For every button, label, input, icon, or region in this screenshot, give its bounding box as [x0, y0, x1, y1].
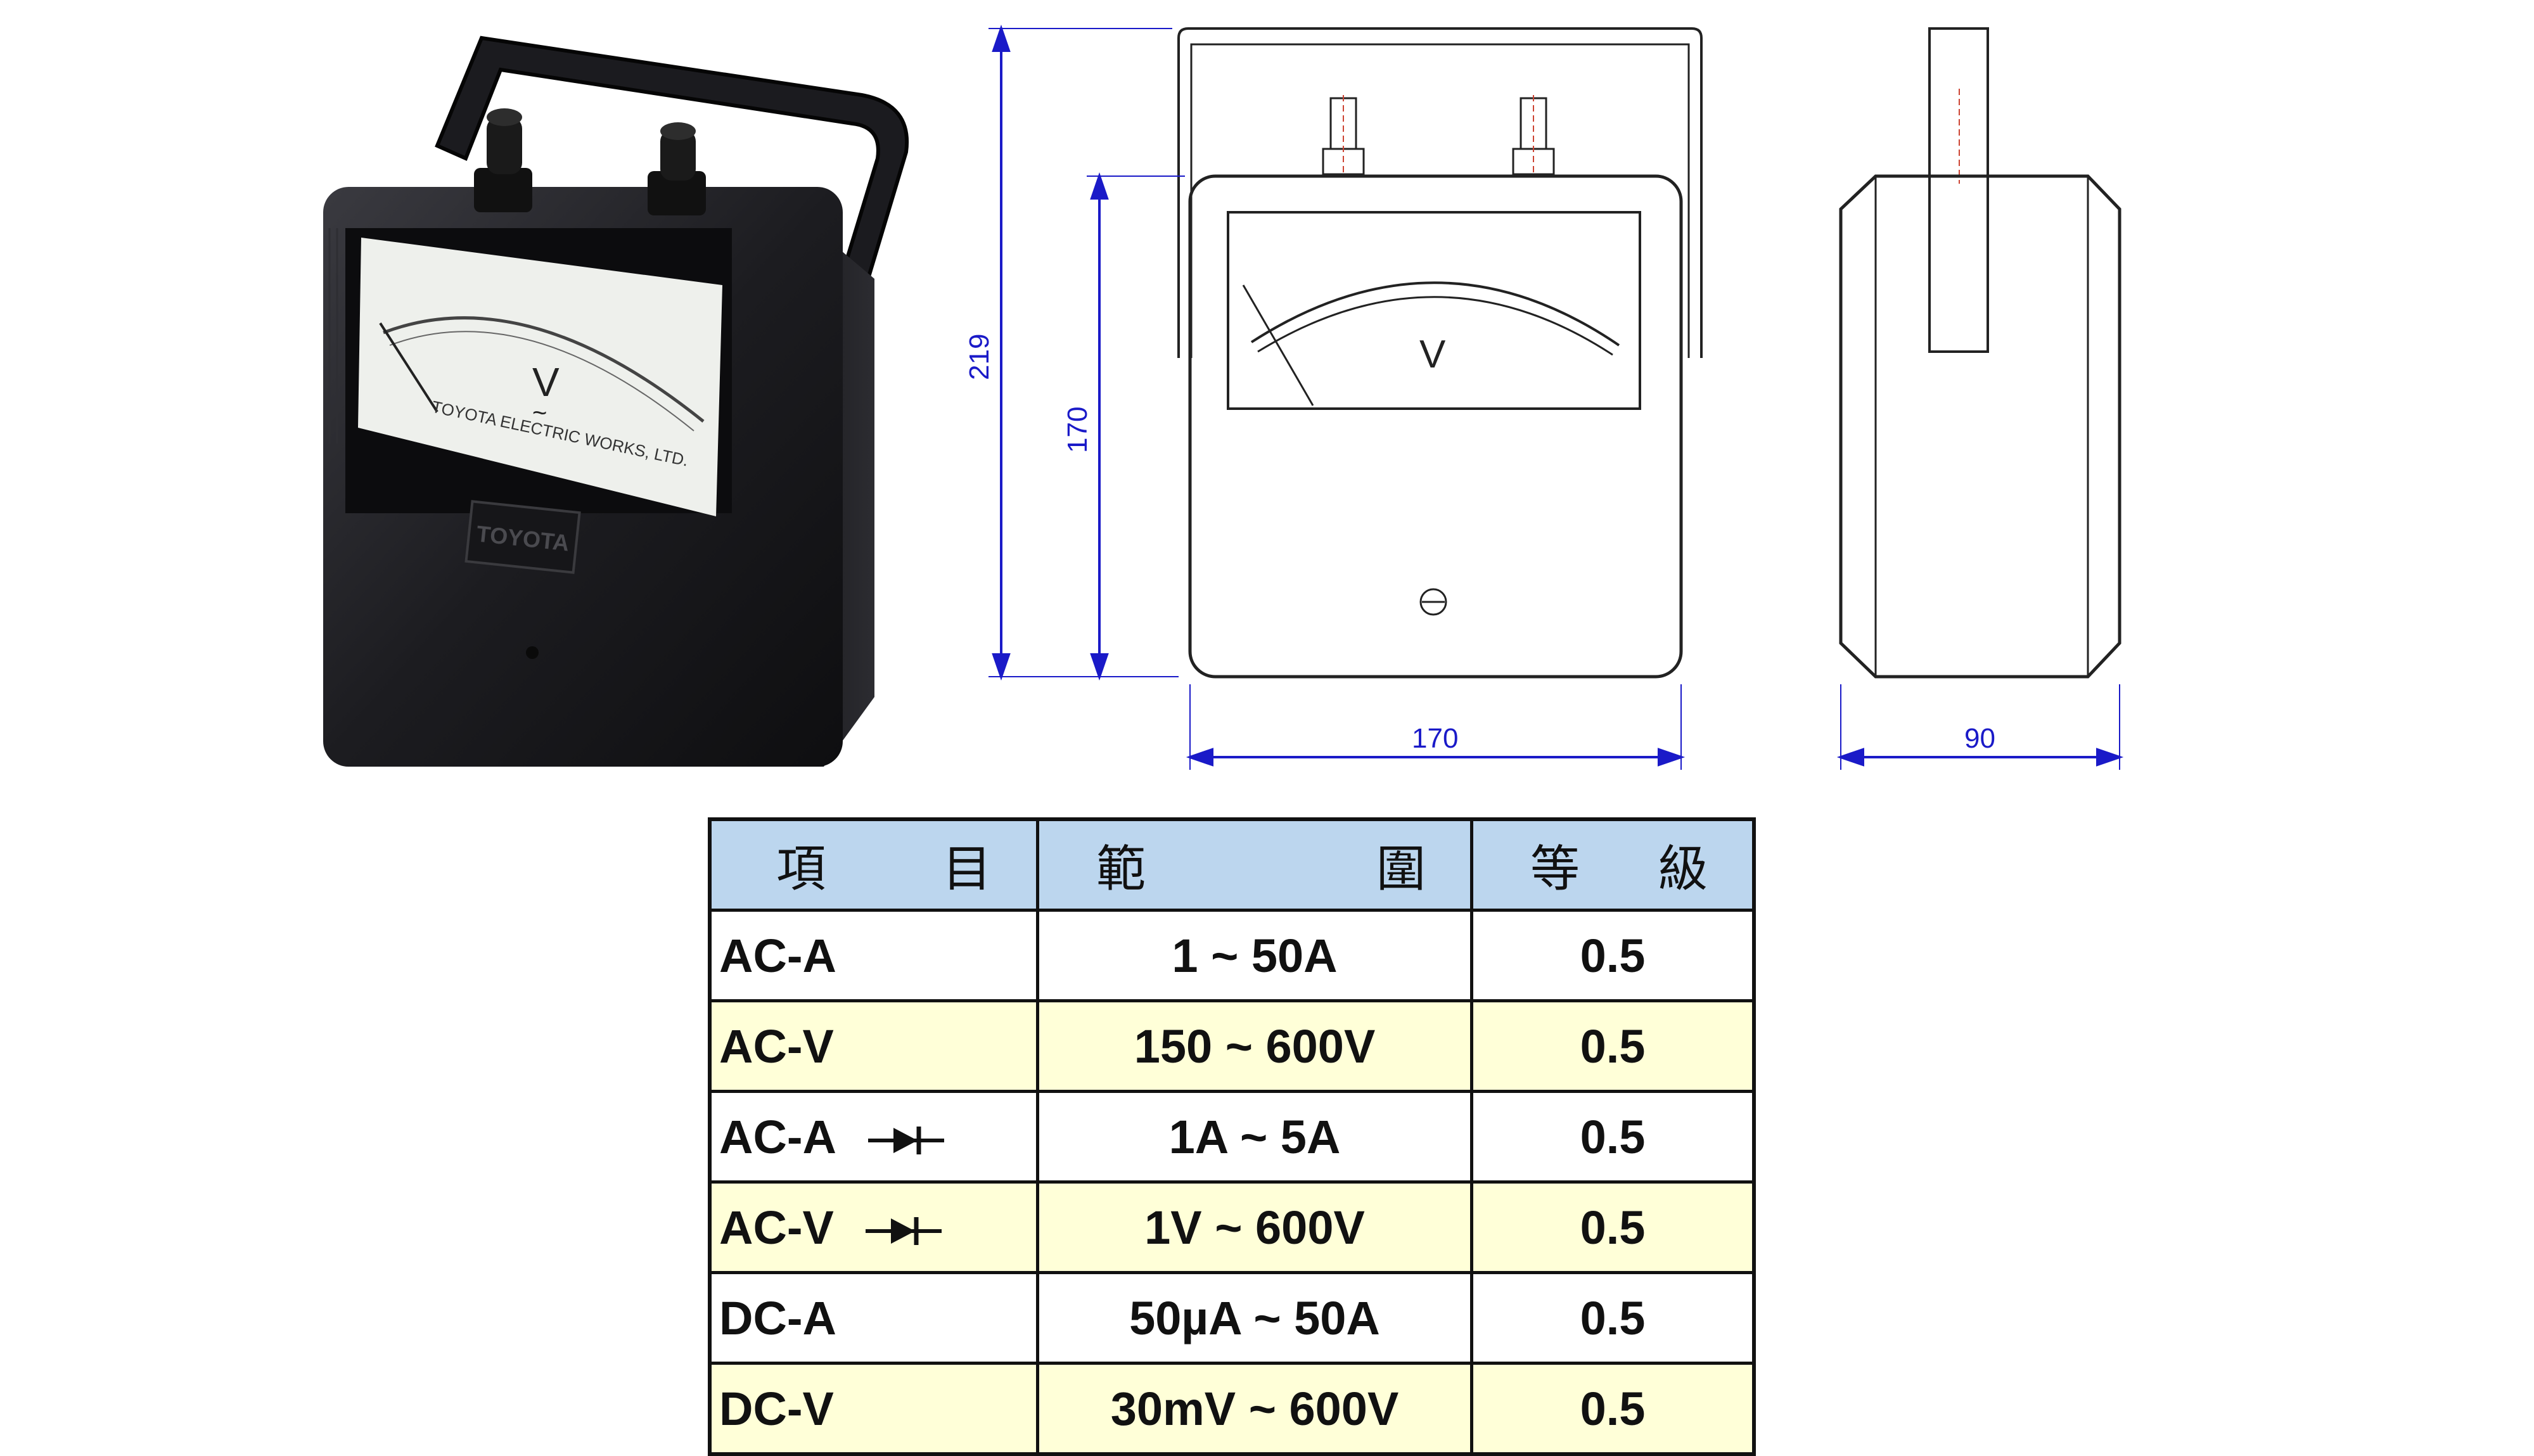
side-body-outline — [1839, 174, 2121, 679]
dim-depth-90 — [1836, 684, 2124, 770]
dial-sub-symbol: ~ — [532, 399, 547, 427]
terminal-knob-left — [474, 108, 532, 212]
dim-width-170-label: 170 — [1412, 723, 1458, 754]
header-item: 項目 — [708, 817, 1039, 912]
cell-grade: 0.5 — [1470, 1362, 1756, 1456]
cell-range: 150 ~ 600V — [1036, 999, 1473, 1093]
cell-range: 30mV ~ 600V — [1036, 1362, 1473, 1456]
cell-range: 50µA ~ 50A — [1036, 1271, 1473, 1365]
terminal-right-outline — [1512, 95, 1555, 177]
cell-grade: 0.5 — [1470, 1090, 1756, 1184]
front-window-outline — [1227, 211, 1641, 410]
header-range: 範圍 — [1036, 817, 1473, 912]
zero-adjust-screw — [526, 646, 539, 659]
cell-range: 1V ~ 600V — [1036, 1180, 1473, 1274]
meter-needle — [379, 322, 438, 413]
cell-item: DC-A — [708, 1271, 1039, 1365]
front-handle-outline — [1177, 27, 1703, 358]
cell-grade: 0.5 — [1470, 909, 1756, 1002]
cell-item: DC-V — [708, 1362, 1039, 1456]
table-header-row: 項目 範圍 等級 — [708, 817, 1756, 912]
meter-dial — [358, 238, 722, 516]
terminal-knob-right — [648, 122, 706, 215]
dimension-drawing: V 219 170 170 90 — [964, 24, 2124, 770]
dial-scale-arc — [383, 316, 705, 423]
cell-item-text: AC-A — [719, 1110, 836, 1163]
meter-photo: V ~ TOYOTA ELECTRIC WORKS, LTD. TOYOTA — [323, 35, 909, 767]
cell-item: AC-A — [708, 1090, 1039, 1184]
cell-item-text: DC-A — [719, 1291, 836, 1344]
dim-depth-90-label: 90 — [1964, 723, 1995, 754]
front-body-outline — [1188, 174, 1683, 679]
dim-height-170 — [1087, 172, 1185, 681]
cell-grade: 0.5 — [1470, 1180, 1756, 1274]
cell-range: 1 ~ 50A — [1036, 909, 1473, 1002]
front-needle — [1242, 284, 1314, 406]
cell-item: AC-A — [708, 909, 1039, 1002]
cell-grade: 0.5 — [1470, 1271, 1756, 1365]
cell-item-text: AC-A — [719, 929, 836, 982]
cell-item-text: DC-V — [719, 1382, 834, 1435]
dim-height-219 — [989, 24, 1179, 681]
terminal-left-outline — [1322, 95, 1365, 177]
diode-icon — [867, 1126, 944, 1154]
brand-plate — [464, 500, 581, 574]
front-symbol: V — [1419, 333, 1446, 376]
cell-item-text: AC-V — [719, 1019, 834, 1073]
cell-item: AC-V — [708, 1180, 1039, 1274]
cell-item-text: AC-V — [719, 1201, 834, 1254]
side-handle-outline — [1928, 27, 1989, 353]
dim-width-170 — [1186, 684, 1686, 770]
front-scale-arc — [1250, 281, 1620, 347]
cell-range: 1A ~ 5A — [1036, 1090, 1473, 1184]
header-grade: 等級 — [1470, 817, 1756, 912]
diode-icon — [865, 1217, 942, 1245]
cell-grade: 0.5 — [1470, 999, 1756, 1093]
dim-height-170-label: 170 — [1062, 407, 1093, 453]
dim-height-219-label: 219 — [964, 334, 995, 380]
cell-item: AC-V — [708, 999, 1039, 1093]
dial-symbol: V — [532, 359, 560, 405]
front-zero-screw — [1419, 588, 1447, 616]
